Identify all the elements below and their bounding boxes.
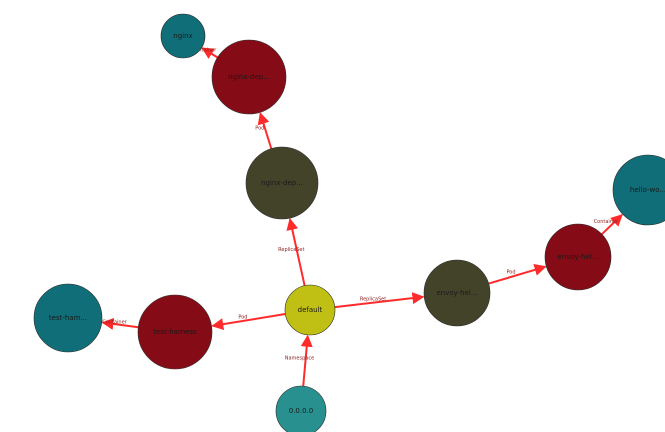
node-circle-pod[interactable] [137, 294, 213, 370]
edge-ip-to-default [300, 334, 313, 387]
node-hello-c[interactable]: hello-wo... [612, 154, 665, 226]
edge-label: ReplicaSet [278, 247, 304, 253]
node-label: test-ham... [49, 314, 87, 322]
edge-label: Pod [255, 125, 264, 131]
edges-layer [101, 47, 623, 387]
edge-nginx-rs-to-nginx-pod [257, 112, 273, 149]
edge-label: Container [102, 319, 127, 325]
edge-test-pod-to-test-c [101, 317, 139, 330]
node-nginx-c[interactable]: nginx [160, 13, 206, 59]
edge-envoy-rs-to-envoy-pod [488, 264, 547, 285]
edge-label: Container [594, 219, 619, 225]
edge-labels-layer: NamespaceReplicaSetPodContainerReplicaSe… [102, 47, 619, 361]
node-circle-namespace[interactable] [284, 284, 336, 336]
node-label: 0.0.0.0 [289, 407, 314, 415]
node-test-c[interactable]: test-ham... [33, 283, 103, 353]
node-circle-ip[interactable] [275, 385, 327, 432]
edge-default-to-test-pod [211, 313, 286, 331]
node-circle-container[interactable] [612, 154, 665, 226]
edge-envoy-pod-to-hello-c [601, 214, 623, 235]
node-label: envoy-hel... [557, 253, 598, 261]
node-nginx-rs[interactable]: nginx-dep... [245, 146, 319, 220]
node-test-pod[interactable]: test-harness [137, 294, 213, 370]
node-label: nginx-dep... [228, 73, 270, 81]
node-label: default [298, 306, 323, 314]
edge-label: Pod [238, 314, 247, 320]
node-nginx-pod[interactable]: nginx-dep... [211, 39, 287, 115]
node-label: hello-wo... [630, 186, 665, 194]
edge-label: Namespace [285, 355, 314, 361]
node-ip[interactable]: 0.0.0.0 [275, 385, 327, 432]
edge-label: Container [192, 47, 217, 53]
node-label: nginx [173, 32, 192, 40]
edge-label: Pod [506, 270, 515, 276]
node-circle-pod[interactable] [211, 39, 287, 115]
node-envoy-rs[interactable]: envoy-hel... [423, 259, 491, 327]
edge-label: ReplicaSet [360, 297, 386, 303]
node-circle-container[interactable] [160, 13, 206, 59]
node-circle-pod[interactable] [544, 223, 612, 291]
node-circle-replicaset[interactable] [423, 259, 491, 327]
node-label: envoy-hel... [436, 289, 477, 297]
nodes-layer: default 0.0.0.0 nginx-dep... nginx-dep... ng… [33, 13, 665, 432]
node-envoy-pod[interactable]: envoy-hel... [544, 223, 612, 291]
node-default[interactable]: default [284, 284, 336, 336]
node-circle-container[interactable] [33, 283, 103, 353]
node-circle-replicaset[interactable] [245, 146, 319, 220]
edge-default-to-envoy-rs [334, 292, 425, 309]
node-label: nginx-dep... [261, 179, 303, 187]
edge-default-to-nginx-rs [286, 217, 306, 286]
node-label: test-harness [153, 328, 197, 336]
edge-nginx-pod-to-nginx-c [201, 47, 219, 59]
